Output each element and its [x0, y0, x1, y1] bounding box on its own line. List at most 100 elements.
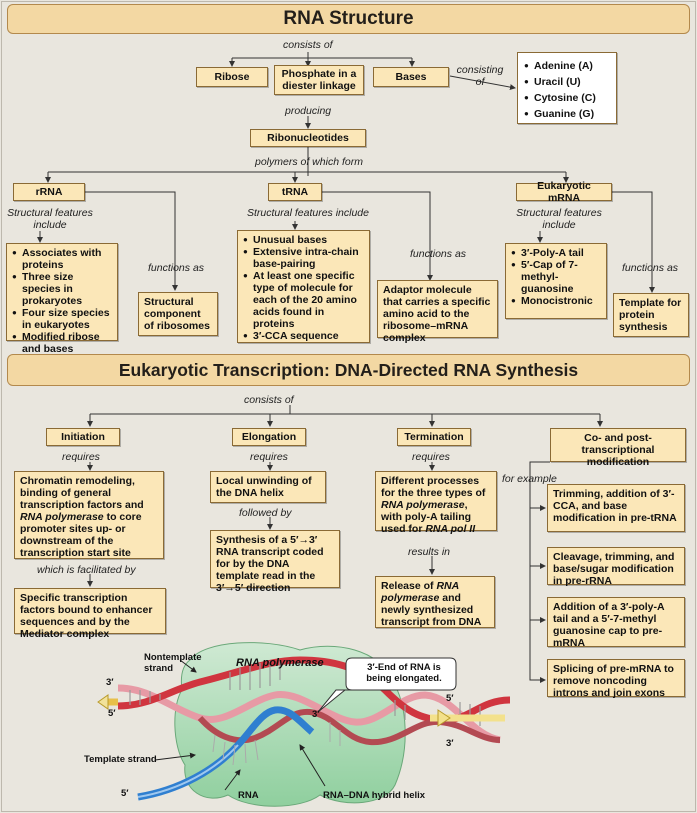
rrna-title: rRNA	[35, 186, 63, 198]
termination-res-a: Release of	[381, 580, 437, 592]
ribose-box: Ribose	[196, 67, 268, 87]
transcription-title: Eukaryotic Transcription: DNA-Directed R…	[118, 360, 579, 380]
initiation-box: Initiation	[46, 428, 120, 446]
consists-of-label: consists of	[283, 39, 333, 51]
callout-text: 3′-End of RNA is being elongated.	[366, 662, 442, 684]
facilitated-label: which is facilitated by	[37, 564, 136, 576]
modification-example: Trimming, addition of 3′-CCA, and base m…	[553, 488, 677, 524]
trna-title: tRNA	[281, 186, 309, 198]
mrna-feature: 5′-Cap of 7-methyl-guanosine	[511, 259, 601, 295]
termination-res-c: and newly synthesized transcript from DN…	[381, 592, 482, 628]
dna-strand-back	[117, 684, 501, 744]
base-item: Cytosine (C)	[524, 90, 610, 106]
modification-example-box: Trimming, addition of 3′-CCA, and base m…	[547, 484, 685, 532]
consisting-of-label: consisting of	[456, 64, 504, 88]
initiation-requires-label: requires	[62, 451, 100, 463]
bases-box: Bases	[373, 67, 449, 87]
termination-req-a: Different processes for the three types …	[381, 475, 486, 499]
mrna-features-box: 3′-Poly-A tail 5′-Cap of 7-methyl-guanos…	[505, 243, 607, 319]
callout-bubble	[317, 657, 457, 713]
initiation-title: Initiation	[61, 431, 105, 443]
trna-box: tRNA	[268, 183, 322, 201]
elongation-requires-label: requires	[250, 451, 288, 463]
right-bottom-3prime: 3′	[446, 738, 454, 749]
rrna-feature: Associates with proteins	[12, 247, 112, 271]
hybrid-helix-label: RNA–DNA hybrid helix	[323, 790, 426, 801]
trna-features-label: Structural features include	[247, 207, 369, 219]
termination-requirement-box: Different processes for the three types …	[375, 471, 497, 535]
template-rungs	[212, 722, 341, 766]
trna-feature: Extensive intra-chain base-pairing	[243, 246, 364, 270]
elongation-req: Local unwinding of the DNA helix	[216, 475, 312, 499]
rrna-function-box: Structural component of ribosomes	[138, 292, 218, 336]
rrna-feature: Four size species in eukaryotes	[12, 307, 112, 331]
left-top-3prime: 3′	[106, 677, 114, 688]
termination-res-b: RNA polymerase	[381, 580, 459, 604]
producing-label: producing	[285, 105, 332, 117]
rna-polymerase-label: RNA polymerase	[236, 657, 324, 669]
elongation-box: Elongation	[232, 428, 306, 446]
mrna-feature: 3′-Poly-A tail	[511, 247, 601, 259]
termination-title: Termination	[404, 431, 464, 443]
modification-example-box: Cleavage, trimming, and base/sugar modif…	[547, 547, 685, 587]
nontemplate-label: Nontemplate strand	[144, 652, 202, 674]
ribose-label: Ribose	[214, 71, 250, 83]
left-arrow-head	[97, 694, 109, 710]
trna-feature: 3′-CCA sequence	[243, 330, 364, 342]
mrna-feature: Monocistronic	[511, 295, 601, 307]
ribonucleotides-label: Ribonucleotides	[267, 132, 349, 144]
rna-label: RNA	[238, 790, 259, 801]
initiation-req-b: RNA polymerase	[20, 511, 104, 523]
ribonucleotides-box: Ribonucleotides	[250, 129, 366, 147]
mrna-functions-label: functions as	[622, 262, 679, 274]
modification-example-box: Addition of a 3′-poly-A tail and a 5′-7-…	[547, 597, 685, 649]
phosphate-box: Phosphate in a diester linkage	[274, 65, 364, 95]
phosphate-label: Phosphate in a diester linkage	[281, 68, 357, 92]
base-item: Uracil (U)	[524, 74, 610, 90]
followed-by-label: followed by	[239, 507, 292, 519]
right-top-5prime: 5′	[446, 693, 454, 704]
template-strand-path	[197, 708, 501, 746]
rna-structure-banner: RNA Structure	[7, 4, 690, 34]
page-title: RNA Structure	[283, 8, 414, 29]
initiation-requirement-box: Chromatin remodeling, binding of general…	[14, 471, 164, 559]
trna-feature: At least one specific type of molecule f…	[243, 270, 364, 330]
trna-functions-label: functions as	[410, 248, 467, 260]
rna-5prime: 5′	[121, 788, 129, 799]
left-bottom-5prime: 5′	[108, 708, 116, 719]
for-example-label: for example	[502, 473, 557, 485]
template-strand-label: Template strand	[84, 754, 157, 765]
facilitator-box: Specific transcription factors bound to …	[14, 588, 166, 640]
termination-req-c: , with poly-A tailing used for	[381, 499, 472, 535]
rrna-features-box: Associates with proteins Three size spec…	[6, 243, 118, 355]
facilitator: Specific transcription factors bound to …	[20, 592, 153, 640]
mrna-title: Eukaryotic mRNA	[537, 180, 591, 204]
polymers-label: polymers of which form	[255, 156, 363, 168]
transcription-banner: Eukaryotic Transcription: DNA-Directed R…	[7, 354, 690, 386]
termination-requires-label: requires	[412, 451, 450, 463]
modification-example-box: Splicing of pre-mRNA to remove noncoding…	[547, 659, 685, 699]
rrna-feature: Modified ribose and bases	[12, 331, 112, 355]
base-list-box: Adenine (A) Uracil (U) Cytosine (C) Guan…	[517, 52, 617, 124]
right-arrow-head	[437, 709, 451, 727]
transcription-consists-label: consists of	[244, 394, 294, 406]
mrna-function: Template for protein synthesis	[619, 297, 682, 333]
mrna-box: Eukaryotic mRNA	[516, 180, 612, 204]
rrna-feature: Three size species in prokaryotes	[12, 271, 112, 307]
modification-example: Splicing of pre-mRNA to remove noncoding…	[553, 663, 674, 699]
elongation-title: Elongation	[241, 431, 297, 443]
trna-function: Adaptor molecule that carries a specific…	[383, 284, 491, 344]
modification-title: Co- and post-transcriptional modificatio…	[581, 432, 655, 468]
rrna-features-label: Structural features include	[7, 207, 93, 231]
trna-function-box: Adaptor molecule that carries a specific…	[377, 280, 498, 344]
mrna-features-label: Structural features include	[516, 207, 602, 231]
mrna-function-box: Template for protein synthesis	[613, 293, 689, 337]
modification-example: Cleavage, trimming, and base/sugar modif…	[553, 551, 675, 587]
rrna-function: Structural component of ribosomes	[144, 296, 210, 332]
trna-features-box: Unusual bases Extensive intra-chain base…	[237, 230, 370, 343]
termination-box: Termination	[397, 428, 471, 446]
trna-feature: Unusual bases	[243, 234, 364, 246]
termination-req-d: RNA pol II	[425, 523, 476, 535]
